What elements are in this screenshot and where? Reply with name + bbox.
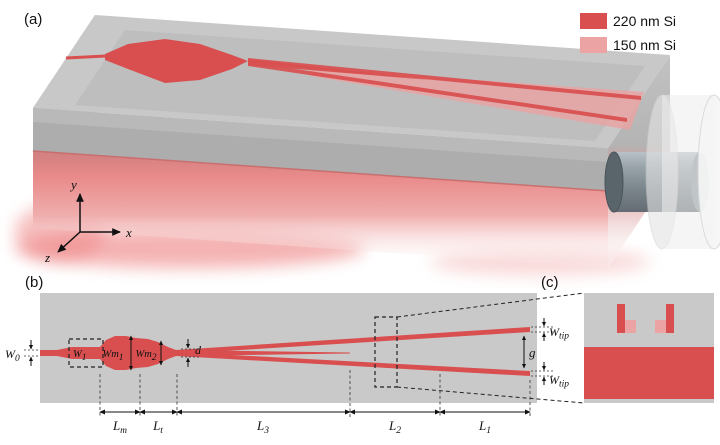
legend: 220 nm Si 150 nm Si: [580, 13, 676, 53]
panel-b: (b) W0 W1 Wm1 Wm2 d: [5, 274, 569, 436]
l3-label: L3: [256, 418, 269, 436]
chip-front-face-glow-layer: [33, 151, 608, 268]
gap-label: g: [529, 345, 536, 360]
input-taper: [57, 347, 72, 359]
lt-label: Lt: [152, 418, 163, 436]
lower-arm: [176, 352, 530, 376]
wtip-top-label: Wtip: [549, 325, 569, 342]
panel-a: (a) 220 nm: [15, 11, 720, 275]
w1-dashed-box: [68, 338, 104, 368]
facet-silicon-block: [584, 347, 714, 399]
legend-label-220nm: 220 nm Si: [613, 13, 676, 29]
axis-y-label: y: [69, 177, 77, 192]
input-stub: [40, 350, 57, 356]
waveguide-input-line: [65, 54, 107, 60]
wtip-bottom-label: Wtip: [549, 373, 569, 390]
tip-left-ridge-220nm: [617, 304, 625, 333]
axis-x-label: x: [125, 225, 132, 240]
waveguide-arm-upper-3d: [248, 58, 641, 100]
panel-c-label: (c): [541, 274, 559, 291]
panel-b-label: (b): [25, 274, 43, 291]
fiber-core-endcap-left: [604, 151, 624, 213]
w1-segment: [72, 347, 100, 359]
zoom-connector-top: [396, 292, 585, 318]
legend-swatch-220nm: [580, 13, 607, 29]
lm-label: Lm: [112, 418, 127, 436]
l2-label: L2: [388, 418, 401, 436]
tip-left-slab-150nm: [625, 320, 636, 333]
device-layer-edge-line: [32, 150, 609, 192]
tip-right-slab-150nm: [655, 320, 666, 333]
w1-label: W1: [73, 349, 87, 363]
waveguide-spindle-220nm: [105, 39, 248, 83]
zoom-dashed-box: [374, 316, 398, 388]
coordinate-axes: [57, 193, 121, 253]
mode-converter-spindle: [100, 336, 176, 370]
l1-label: L1: [478, 418, 491, 436]
wm2-label: Wm2: [135, 349, 156, 363]
tip-cross-section-left: [617, 304, 636, 333]
tip-right-ridge-220nm: [666, 304, 674, 333]
axis-z-label: z: [44, 250, 50, 265]
upper-arm: [176, 327, 530, 354]
panel-a-label: (a): [24, 11, 42, 28]
tip-cross-section-right: [655, 304, 674, 333]
legend-swatch-150nm: [580, 37, 607, 53]
zoom-connector-bottom: [396, 386, 585, 404]
chip-front-face-oxide-stripe: [33, 108, 608, 162]
d-label: d: [195, 343, 202, 357]
legend-label-150nm: 150 nm Si: [613, 37, 676, 53]
wm1-label: Wm1: [102, 349, 123, 363]
axis-z-arrow: [57, 231, 81, 253]
panel-c: (c): [396, 274, 714, 404]
waveguide-arm-lower-3d: [248, 62, 627, 122]
fiber-cladding-endcap-right: [697, 94, 720, 250]
w0-label: W0: [5, 347, 20, 364]
